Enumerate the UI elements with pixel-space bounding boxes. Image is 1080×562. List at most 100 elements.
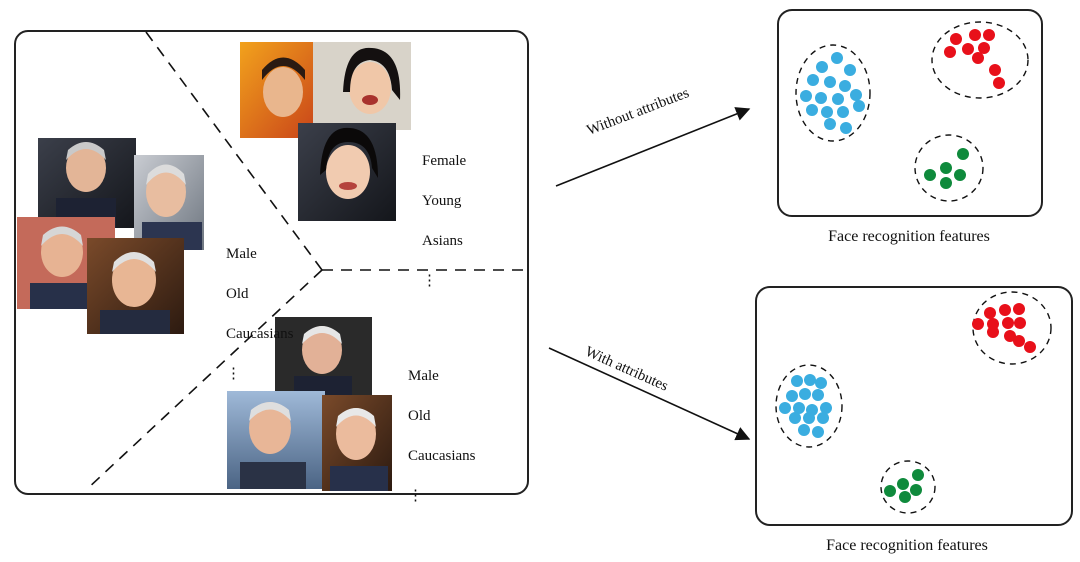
feature-point bbox=[940, 177, 952, 189]
feature-point bbox=[779, 402, 791, 414]
feature-panel-lower bbox=[755, 286, 1073, 526]
feature-point bbox=[803, 412, 815, 424]
group-label-line: Male bbox=[408, 368, 439, 384]
feature-point bbox=[987, 326, 999, 338]
group-label-line: Asians bbox=[422, 233, 463, 249]
feature-point bbox=[1024, 341, 1036, 353]
caption-features-lower: Face recognition features bbox=[826, 537, 988, 554]
feature-point bbox=[989, 64, 1001, 76]
feature-point bbox=[839, 80, 851, 92]
feature-point bbox=[791, 375, 803, 387]
feature-point bbox=[799, 388, 811, 400]
cluster-boundary-green-lower bbox=[880, 460, 936, 514]
feature-point bbox=[853, 100, 865, 112]
group-label-line: ⋮ bbox=[422, 273, 437, 289]
feature-point bbox=[978, 42, 990, 54]
feature-point bbox=[940, 162, 952, 174]
group-label-line: Caucasians bbox=[408, 448, 476, 464]
feature-point bbox=[806, 104, 818, 116]
feature-point bbox=[999, 304, 1011, 316]
feature-point bbox=[912, 469, 924, 481]
feature-point bbox=[910, 484, 922, 496]
group-label-line: ⋮ bbox=[226, 366, 241, 382]
feature-point bbox=[837, 106, 849, 118]
arrow-with-attributes bbox=[548, 347, 751, 441]
feature-point bbox=[816, 61, 828, 73]
cluster-boundary-blue-upper bbox=[795, 44, 871, 142]
feature-point bbox=[815, 377, 827, 389]
group-label-line: Young bbox=[422, 193, 462, 209]
feature-point bbox=[983, 29, 995, 41]
photo-asian-female-3 bbox=[298, 123, 396, 221]
feature-point bbox=[984, 307, 996, 319]
feature-point bbox=[969, 29, 981, 41]
feature-point bbox=[844, 64, 856, 76]
photo-bottom-male-3 bbox=[322, 395, 392, 491]
group-label-female-young-asians: Female Young Asians ⋮ bbox=[422, 131, 466, 311]
group-label-line: Old bbox=[226, 286, 249, 302]
cluster-boundary-red-upper bbox=[931, 21, 1029, 99]
feature-point bbox=[962, 43, 974, 55]
feature-point bbox=[798, 424, 810, 436]
feature-point bbox=[807, 74, 819, 86]
feature-point bbox=[786, 390, 798, 402]
feature-point bbox=[957, 148, 969, 160]
feature-point bbox=[884, 485, 896, 497]
feature-point bbox=[899, 491, 911, 503]
feature-point bbox=[817, 412, 829, 424]
feature-point bbox=[1014, 317, 1026, 329]
arrow-without-attributes bbox=[555, 107, 751, 187]
group-label-line: Caucasians bbox=[226, 326, 294, 342]
feature-point bbox=[950, 33, 962, 45]
group-label-male-old-caucasians-bottom: Male Old Caucasians ⋮ bbox=[408, 346, 475, 526]
photo-left-male-4 bbox=[87, 238, 184, 334]
feature-panel-upper bbox=[777, 9, 1043, 217]
feature-point bbox=[821, 106, 833, 118]
group-label-line: ⋮ bbox=[408, 488, 423, 504]
feature-point bbox=[954, 169, 966, 181]
feature-point bbox=[897, 478, 909, 490]
group-label-line: Old bbox=[408, 408, 431, 424]
feature-point bbox=[832, 93, 844, 105]
feature-point bbox=[993, 77, 1005, 89]
feature-point bbox=[800, 90, 812, 102]
cluster-boundary-red-lower bbox=[972, 291, 1052, 365]
group-label-male-old-caucasians-left: Male Old Caucasians ⋮ bbox=[226, 224, 293, 404]
feature-point bbox=[824, 76, 836, 88]
feature-point bbox=[972, 318, 984, 330]
feature-point bbox=[1013, 335, 1025, 347]
feature-point bbox=[824, 118, 836, 130]
group-label-line: Female bbox=[422, 153, 467, 169]
feature-point bbox=[804, 374, 816, 386]
cluster-boundary-blue-lower bbox=[775, 364, 843, 448]
photo-asian-female-2 bbox=[313, 42, 411, 130]
separator-dashed-lower bbox=[85, 269, 323, 491]
cluster-points-red-lower bbox=[972, 303, 1036, 353]
feature-point bbox=[820, 402, 832, 414]
cluster-boundary-green-upper bbox=[914, 134, 984, 202]
cluster-points-blue-lower bbox=[779, 374, 832, 438]
feature-point bbox=[812, 426, 824, 438]
feature-point bbox=[1002, 317, 1014, 329]
feature-point bbox=[1013, 303, 1025, 315]
cluster-points-blue-upper bbox=[800, 52, 865, 134]
feature-point bbox=[850, 89, 862, 101]
cluster-points-green-lower bbox=[884, 469, 924, 503]
feature-point bbox=[812, 389, 824, 401]
photo-left-male-2 bbox=[134, 155, 204, 250]
cluster-points-red-upper bbox=[944, 29, 1005, 89]
feature-point bbox=[793, 402, 805, 414]
feature-point bbox=[1004, 330, 1016, 342]
feature-point bbox=[972, 52, 984, 64]
feature-point bbox=[789, 412, 801, 424]
feature-point bbox=[924, 169, 936, 181]
feature-point bbox=[944, 46, 956, 58]
group-label-line: Male bbox=[226, 246, 257, 262]
feature-point bbox=[840, 122, 852, 134]
feature-point bbox=[831, 52, 843, 64]
feature-point bbox=[815, 92, 827, 104]
photo-asian-female-1 bbox=[240, 42, 318, 138]
photo-bottom-male-1 bbox=[275, 317, 372, 397]
